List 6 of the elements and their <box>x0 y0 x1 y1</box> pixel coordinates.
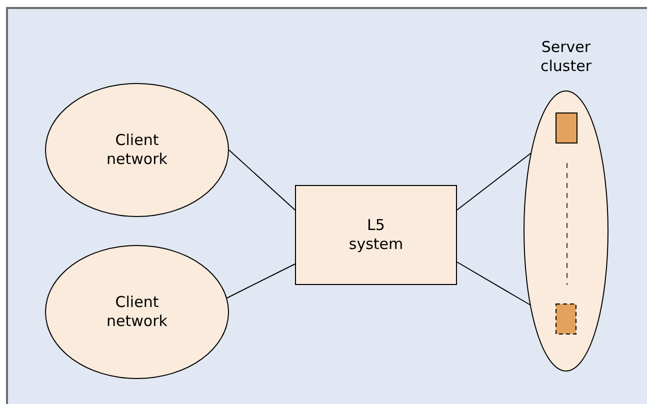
connector-line <box>226 264 296 298</box>
system-box: L5 system <box>295 185 457 285</box>
cluster-heading: Server cluster <box>539 38 592 76</box>
connector-line <box>456 262 531 306</box>
connector-line <box>456 152 532 210</box>
connector-line <box>228 150 296 210</box>
